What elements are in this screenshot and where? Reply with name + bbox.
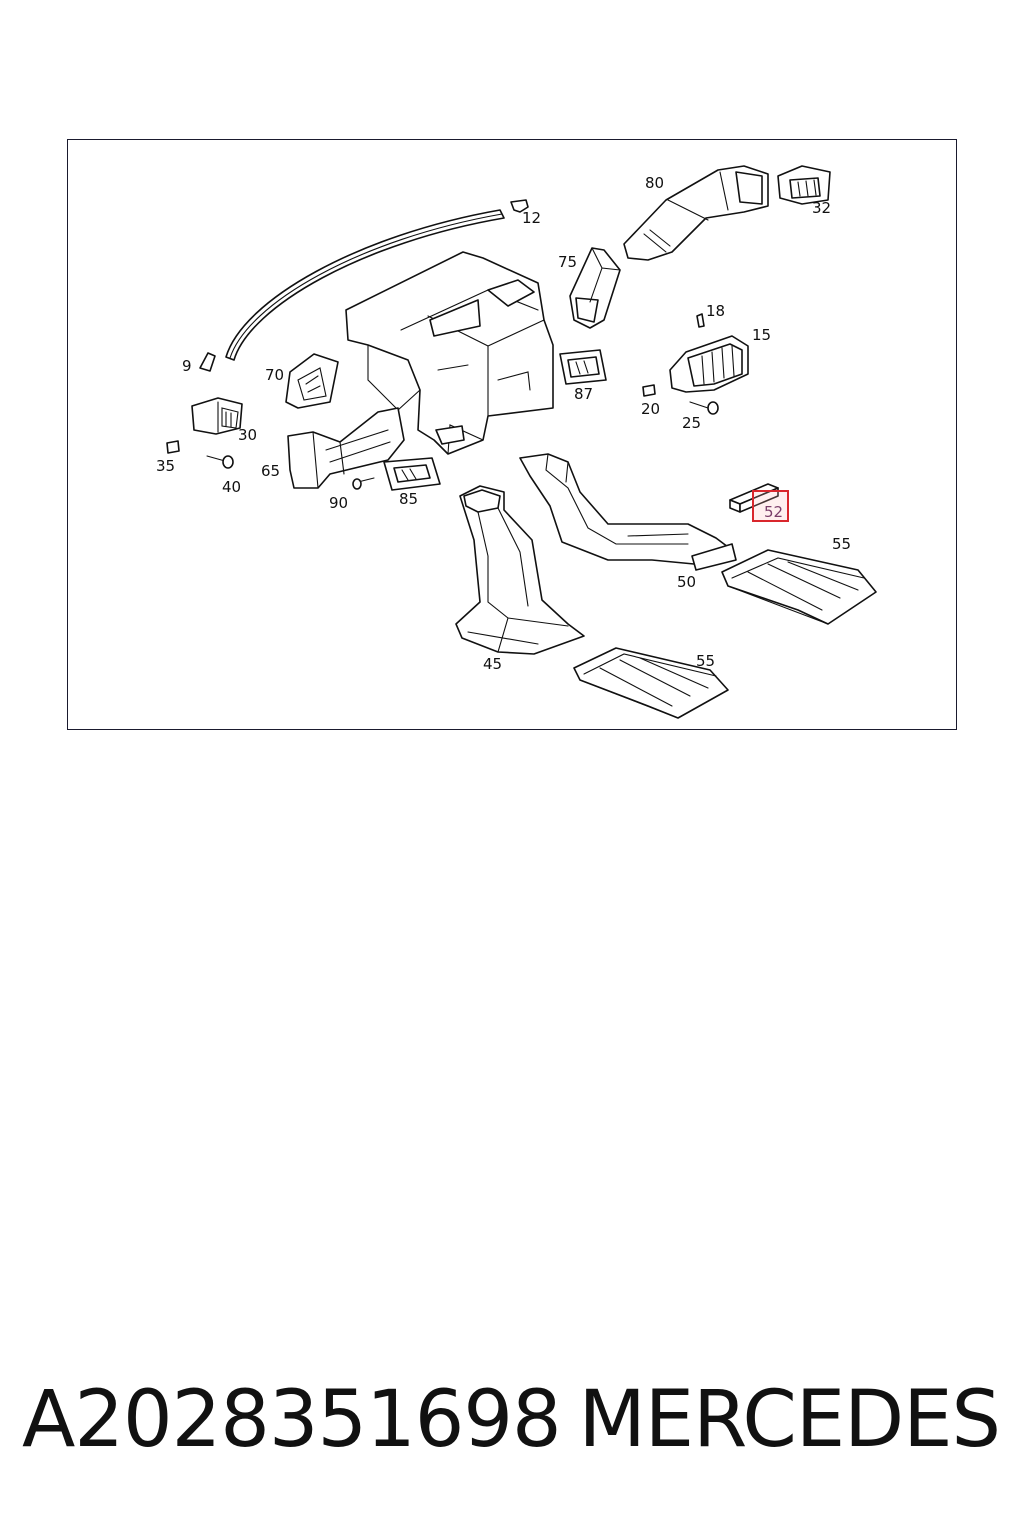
duct-80: [623, 165, 769, 261]
dash-trim-strip: [225, 209, 505, 361]
clip-18: [696, 313, 705, 328]
callout-55-upper: 55: [832, 535, 851, 553]
outlet-55-lower: [573, 647, 729, 719]
screw-25: [689, 401, 719, 415]
callout-80: 80: [645, 174, 664, 192]
callout-20: 20: [641, 400, 660, 418]
caption-footer: A2028351698 MERCEDES: [0, 1370, 1024, 1470]
callout-18: 18: [706, 302, 725, 320]
outlet-55-upper: [721, 549, 877, 625]
vent-32: [777, 165, 831, 205]
callout-32: 32: [812, 199, 831, 217]
callout-45: 45: [483, 655, 502, 673]
duct-65: [287, 407, 405, 489]
callout-70: 70: [265, 366, 284, 384]
screw-40: [206, 455, 234, 469]
part-number: A2028351698: [22, 1375, 562, 1465]
rear-duct-50: [519, 453, 737, 571]
heater-housing: [345, 251, 554, 455]
exploded-view-drawing: 80 32 12 75 18 15 9 70 87 20 25 30 35 65…: [156, 165, 877, 719]
callout-50: 50: [677, 573, 696, 591]
brand-name: MERCEDES: [578, 1375, 1001, 1465]
highlight-box: [752, 490, 789, 522]
vent-30: [191, 397, 243, 435]
clip-12: [510, 199, 529, 213]
parts-diagram: 80 32 12 75 18 15 9 70 87 20 25 30 35 65…: [67, 139, 957, 730]
grille-85: [383, 457, 441, 491]
callout-12: 12: [522, 209, 541, 227]
vent-15: [669, 335, 749, 393]
callout-labels: 80 32 12 75 18 15 9 70 87 20 25 30 35 65…: [156, 174, 851, 673]
callout-35: 35: [156, 457, 175, 475]
clip-9: [199, 352, 216, 372]
callout-40: 40: [222, 478, 241, 496]
callout-15: 15: [752, 326, 771, 344]
pin-90: [352, 477, 375, 490]
callout-55-lower: 55: [696, 652, 715, 670]
duct-75: [569, 247, 621, 329]
clip-35: [166, 440, 180, 454]
vent-70: [285, 353, 339, 409]
callout-25: 25: [682, 414, 701, 432]
front-duct-45: [455, 485, 585, 655]
callout-90: 90: [329, 494, 348, 512]
callout-85: 85: [399, 490, 418, 508]
callout-65: 65: [261, 462, 280, 480]
clip-20: [642, 384, 656, 397]
callout-87: 87: [574, 385, 593, 403]
callout-30: 30: [238, 426, 257, 444]
callout-52: 52: [764, 503, 783, 521]
grille-87: [559, 349, 607, 385]
callout-9: 9: [182, 357, 192, 375]
callout-75: 75: [558, 253, 577, 271]
